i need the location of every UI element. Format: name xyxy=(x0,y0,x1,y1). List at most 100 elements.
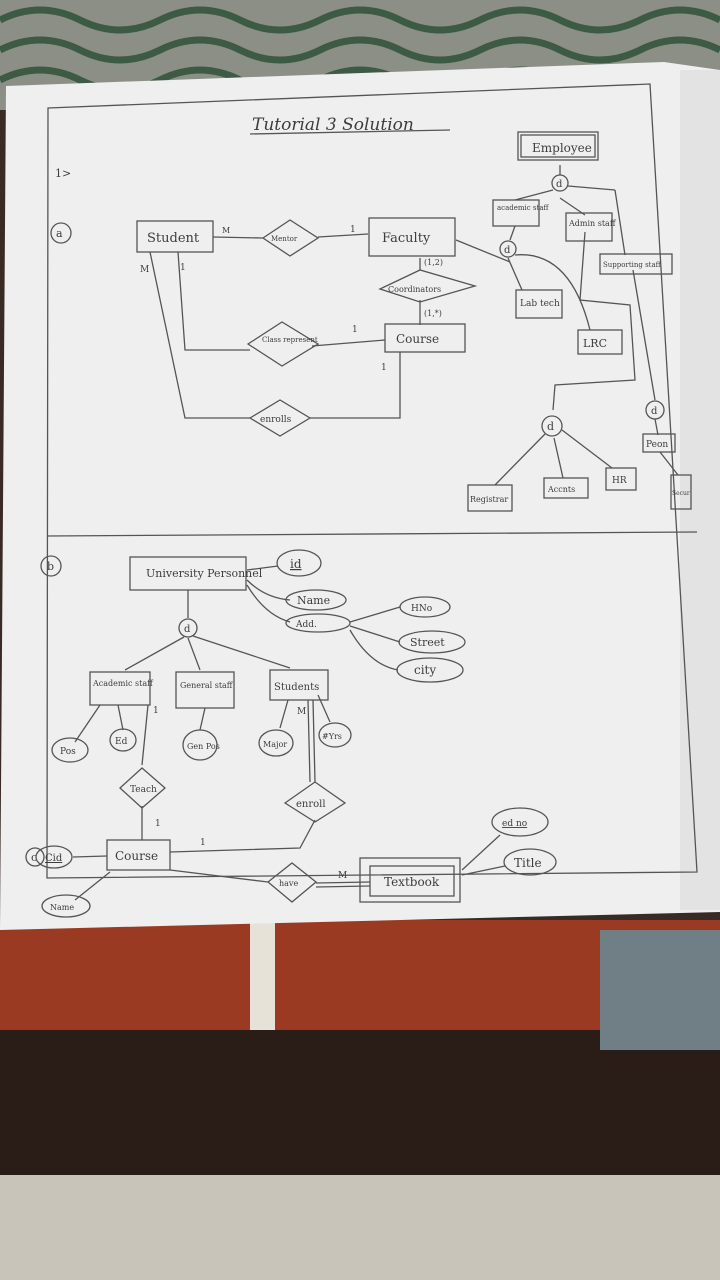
entity-lrc: LRC xyxy=(577,329,623,355)
svg-text:Accnts: Accnts xyxy=(547,485,575,494)
attribute-ed: Ed xyxy=(109,728,137,752)
svg-text:HR: HR xyxy=(612,476,627,486)
disjoint-circle xyxy=(551,174,569,192)
svg-text:ed no: ed no xyxy=(502,819,527,829)
relationship-enroll: enroll xyxy=(283,781,347,823)
entity-security: Secur xyxy=(670,474,692,510)
svg-text:Title: Title xyxy=(514,856,542,870)
relationship-mentor: Mentor xyxy=(261,219,320,257)
attribute-title: Title xyxy=(503,848,557,876)
svg-text:Admin staff: Admin staff xyxy=(568,219,617,228)
svg-text:Lab tech: Lab tech xyxy=(520,299,560,309)
svg-text:Teach: Teach xyxy=(130,785,157,795)
cardinality-label: M xyxy=(297,707,306,717)
cardinality-label: (1,2) xyxy=(424,258,443,267)
part-marker-a xyxy=(50,222,72,244)
svg-text:Faculty: Faculty xyxy=(382,231,431,246)
cardinality-label: M xyxy=(222,226,230,235)
cardinality-label: 1 xyxy=(350,225,356,235)
cloth-wave xyxy=(0,36,720,64)
disjoint-circle xyxy=(178,618,198,638)
entity-supporting-staff: Supporting staff xyxy=(599,253,673,275)
cardinality-label: (1,*) xyxy=(424,309,442,318)
svg-text:id: id xyxy=(290,557,302,571)
attribute-city: city xyxy=(396,657,464,683)
svg-text:Major: Major xyxy=(263,740,287,749)
svg-text:LRC: LRC xyxy=(583,337,607,350)
entity-course-a: Course xyxy=(384,323,466,353)
part-a-connectors xyxy=(149,165,679,486)
attribute-course-name: Name xyxy=(41,894,91,918)
entity-registrar: Registrar xyxy=(467,484,513,512)
entity-academic-staff-b: Academic staff xyxy=(89,671,154,706)
svg-text:Cid: Cid xyxy=(45,853,63,864)
svg-text:Students: Students xyxy=(274,682,319,693)
attribute-id: id xyxy=(276,549,322,577)
svg-text:Textbook: Textbook xyxy=(384,875,440,889)
entity-admin-staff: Admin staff xyxy=(565,212,617,242)
entity-general-staff: General staff xyxy=(175,671,235,709)
cloth-stripe xyxy=(250,920,275,1030)
svg-text:city: city xyxy=(414,663,436,677)
entity-employee: Employee xyxy=(517,131,599,161)
part-marker-c xyxy=(25,847,45,867)
svg-text:enrolls: enrolls xyxy=(260,415,292,425)
svg-text:Add.: Add. xyxy=(295,620,317,630)
cardinality-label: 1 xyxy=(381,363,387,373)
entity-lab-tech: Lab tech xyxy=(515,289,563,319)
svg-text:#Yrs: #Yrs xyxy=(322,732,342,741)
attribute-textbook-id: ed no xyxy=(491,807,549,837)
svg-text:HNo: HNo xyxy=(411,604,432,614)
svg-text:Coordinators: Coordinators xyxy=(388,285,441,294)
attribute-years: #Yrs xyxy=(318,722,352,748)
cloth-corner xyxy=(600,930,720,1050)
attribute-major: Major xyxy=(258,729,294,757)
cardinality-label: M xyxy=(140,265,149,275)
relationship-teach: Teach xyxy=(119,767,166,809)
attribute-gen-pos: Gen Pos xyxy=(182,729,220,761)
relationship-class-rep: Class represent xyxy=(246,321,320,367)
svg-text:Gen Pos: Gen Pos xyxy=(187,742,220,751)
frame-border xyxy=(46,83,698,879)
svg-text:Class represent: Class represent xyxy=(262,336,318,344)
disjoint-label: d xyxy=(504,245,511,256)
question-marker: 1> xyxy=(55,167,71,180)
entity-textbook: Textbook xyxy=(359,857,461,903)
part-label-b: b xyxy=(47,560,54,573)
entity-hr: HR xyxy=(605,467,637,491)
svg-text:Name: Name xyxy=(297,594,330,607)
entity-academic-staff: academic staff xyxy=(492,199,549,227)
section-divider xyxy=(46,531,698,537)
attribute-address: Add. xyxy=(285,613,351,633)
disjoint-circle xyxy=(499,240,517,258)
svg-text:University Personnel: University Personnel xyxy=(146,567,263,580)
svg-text:Course: Course xyxy=(115,849,158,863)
entity-course-b: Course xyxy=(106,839,171,871)
cardinality-label: 1 xyxy=(180,263,186,273)
attribute-street: Street xyxy=(398,630,466,654)
entity-accounts: Accnts xyxy=(543,477,589,499)
attribute-hno: HNo xyxy=(399,596,451,618)
svg-text:Academic staff: Academic staff xyxy=(92,679,154,688)
cloth-wave xyxy=(0,6,720,34)
entity-peon: Peon xyxy=(642,433,676,453)
disjoint-label: d xyxy=(651,406,658,417)
cardinality-label: 1 xyxy=(153,706,159,716)
entity-university-personnel: University Personnel xyxy=(129,556,263,591)
svg-text:General staff: General staff xyxy=(180,681,234,690)
cardinality-label: M xyxy=(338,871,347,881)
paper-sheet xyxy=(0,62,720,930)
part-label-a: a xyxy=(56,227,63,240)
entity-students: Students xyxy=(269,669,329,701)
attribute-name: Name xyxy=(285,589,347,611)
part-marker-b xyxy=(40,555,62,577)
relationship-have: have xyxy=(266,862,318,903)
svg-text:Course: Course xyxy=(396,332,439,346)
svg-text:Ed: Ed xyxy=(115,737,128,747)
cardinality-label: 1 xyxy=(352,325,358,335)
svg-text:Employee: Employee xyxy=(532,141,592,155)
svg-text:Supporting staff: Supporting staff xyxy=(603,261,662,269)
svg-text:Pos: Pos xyxy=(60,747,76,757)
relationship-coordinators: Coordinators xyxy=(378,269,478,303)
